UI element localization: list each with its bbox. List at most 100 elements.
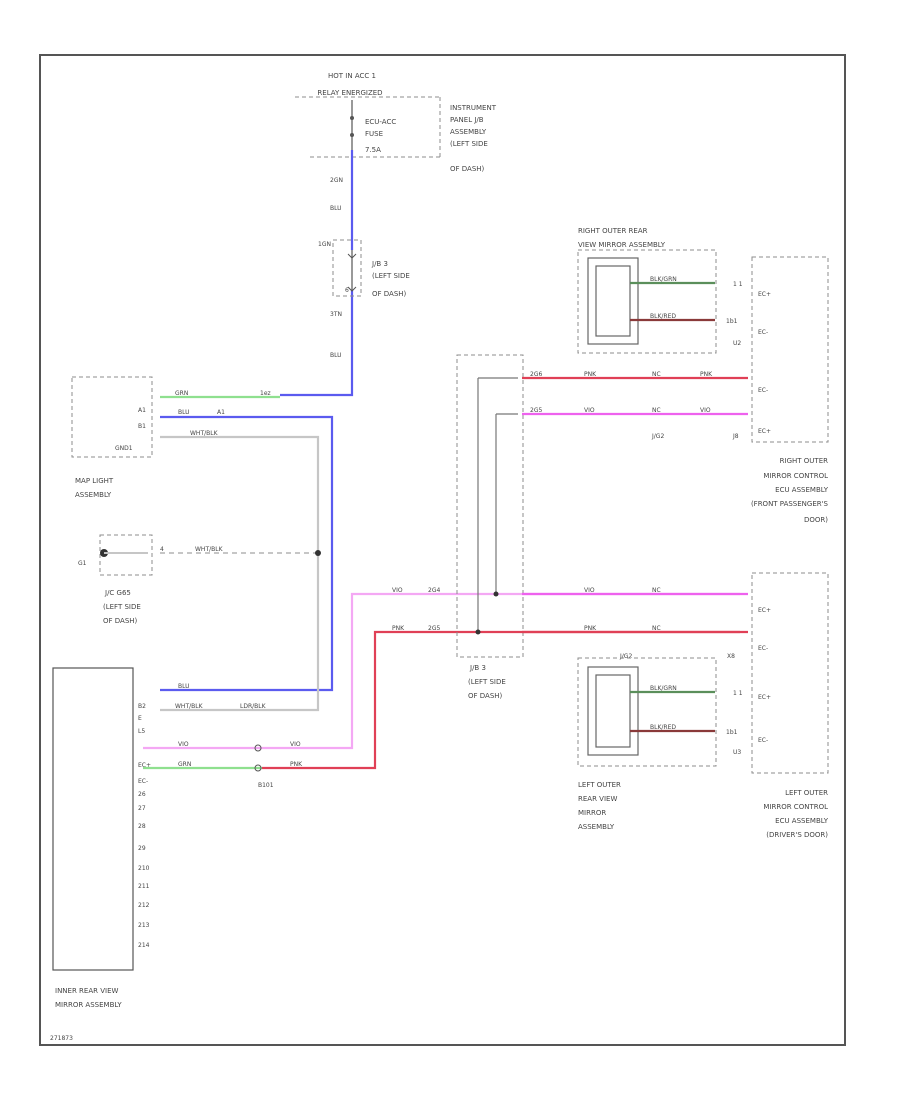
inner-mirror-pin-9: 210 [138,865,150,872]
right-outer-mirror: RIGHT OUTER REAR VIEW MIRROR ASSEMBLY BL… [577,227,743,354]
left-mirror-wire-2: BLK/RED [650,724,676,731]
right-ecu-label-3: ECU ASSEMBLY [775,486,829,494]
right-nc-1: NC [652,371,661,378]
inner-wire-vio: VIO [178,741,189,748]
jb3-pin-out: 6 [345,287,349,294]
jb-label-1: INSTRUMENT [450,104,497,112]
jb3-right-pin-b: 2G5 [428,625,440,632]
map-light-assembly: A1 B1 GND1 MAP LIGHT ASSEMBLY [71,376,153,499]
right-mirror-label-2: VIEW MIRROR ASSEMBLY [578,241,666,249]
pin-top: 2GN [330,177,343,184]
left-ecu-pin-1: EC+ [758,607,771,614]
left-ecu-pin-2: EC- [758,645,768,652]
diagram-frame [39,54,846,1046]
right-side-wires: 2G6 2G5 PNK VIO NC NC PNK VIO J/G2 J8 VI… [522,371,748,660]
left-conn-b: X8 [727,653,735,660]
ground-jc-g65: G1 4 WHT/BLK J/C G65 (LEFT SIDE OF DASH) [78,534,321,625]
right-ecu-pin-4: EC+ [758,428,771,435]
left-mirror-pin-1: 1 1 [733,690,743,697]
left-ecu: EC+ EC- EC+ EC- LEFT OUTER MIRROR CONTRO… [751,572,829,839]
right-mirror-pin-1: 1 1 [733,281,743,288]
jb3-top-label-2: (LEFT SIDE [372,272,410,280]
inner-mirror-label-1: INNER REAR VIEW [55,987,118,995]
left-ecu-label-4: (DRIVER'S DOOR) [766,831,828,839]
inner-wire-wb: WHT/BLK [175,703,204,710]
left-nc-1: NC [652,587,661,594]
right-ecu-label-4: (FRONT PASSENGER'S [751,500,829,508]
fuse-label-1: ECU-ACC [365,118,396,126]
jb3-right-label-2: (LEFT SIDE [468,678,506,686]
map-light-wire-3: WHT/BLK [190,430,219,437]
right-conn-b: J8 [732,433,739,440]
inner-mirror-pin-2: L5 [138,728,145,735]
jb-label-4: (LEFT SIDE [450,140,488,148]
right-mirror-wire-2: BLK/RED [650,313,676,320]
right-wire-vio: VIO [584,407,595,414]
jb-label-3: ASSEMBLY [450,128,487,136]
left-mirror-pin-2: 1b1 [726,729,738,736]
right-ecu-pin-3: EC- [758,387,768,394]
left-mirror-wire-1: BLK/GRN [650,685,677,692]
right-mirror-label-1: RIGHT OUTER REAR [578,227,648,235]
map-light-pin-a: A1 [138,407,146,414]
jb3-pin-in: 1GN [318,241,331,248]
ground-label-2: (LEFT SIDE [103,603,141,611]
right-ecu-label-5: DOOR) [804,516,828,524]
inner-mirror-pin-6: 27 [138,805,146,812]
right-mirror-wire-1: BLK/GRN [650,276,677,283]
jb3-conn-c: 2G6 [530,371,542,378]
inner-mirror-pin-4: EC- [138,778,148,785]
inner-mirror-pin-12: 213 [138,922,150,929]
left-ecu-label-1: LEFT OUTER [785,789,828,797]
inner-mirror-pin-8: 29 [138,845,146,852]
power-source-block: HOT IN ACC 1 RELAY ENERGIZED ECU-ACC FUS… [295,72,497,212]
ground-id: G1 [78,560,87,567]
left-mirror-label-4: ASSEMBLY [578,823,615,831]
right-mirror-conn: U2 [733,340,741,347]
inner-mirror-pin-10: 211 [138,883,150,890]
inner-mirror-pin-1: E [138,715,142,722]
inner-mirror-pin-11: 212 [138,902,150,909]
inner-wire-pnk: PNK [290,761,303,768]
left-wire-vio: VIO [392,587,403,594]
left-mirror-conn: U3 [733,749,741,756]
left-ecu-pin-3: EC+ [758,694,771,701]
left-wire-pnk: PNK [392,625,405,632]
ground-label-3: OF DASH) [103,617,138,625]
inner-mirror-pin-13: 214 [138,942,150,949]
power-header-2: RELAY ENERGIZED [317,89,382,97]
jb-label-2: PANEL J/B [450,116,484,124]
map-light-wires: GRN 1ez BLU A1 WHT/BLK [160,390,334,712]
map-light-wire-2: BLU [178,409,190,416]
inner-mirror-pin-7: 28 [138,823,146,830]
right-wire-vio2: VIO [700,407,711,414]
inner-wire-grn: GRN [178,761,191,768]
jb-label-5: OF DASH) [450,165,485,173]
ground-wire: WHT/BLK [195,546,224,553]
pin-bottom: 3TN [330,311,342,318]
map-light-conn-1: 1ez [260,390,271,397]
jb3-top-label-1: J/B 3 [371,260,388,268]
inner-mirror-label-2: MIRROR ASSEMBLY [55,1001,122,1009]
inner-mirror-pin-5: 26 [138,791,146,798]
map-light-conn-2: A1 [217,409,225,416]
power-header-1: HOT IN ACC 1 [328,72,376,80]
right-nc-2: NC [652,407,661,414]
map-light-label-2: ASSEMBLY [75,491,112,499]
map-light-wire-1: GRN [175,390,188,397]
right-conn-a: J/G2 [651,433,664,440]
jb3-conn-d: 2G5 [530,407,542,414]
jb3-right-label-3: OF DASH) [468,692,503,700]
map-light-pin-b: B1 [138,423,146,430]
left-outer-mirror: BLK/GRN BLK/RED 1 1 1b1 U3 LEFT OUTER RE… [577,657,743,831]
fuse-label-3: 7.5A [365,146,381,154]
wire-bottom-label: BLU [330,352,342,359]
left-conn-a: J/G2 [619,653,632,660]
right-ecu: EC+ EC- EC- EC+ RIGHT OUTER MIRROR CONTR… [751,256,829,524]
ground-label-1: J/C G65 [104,589,131,597]
inner-wire-vio2: VIO [290,741,301,748]
right-wire-pnk: PNK [584,371,597,378]
